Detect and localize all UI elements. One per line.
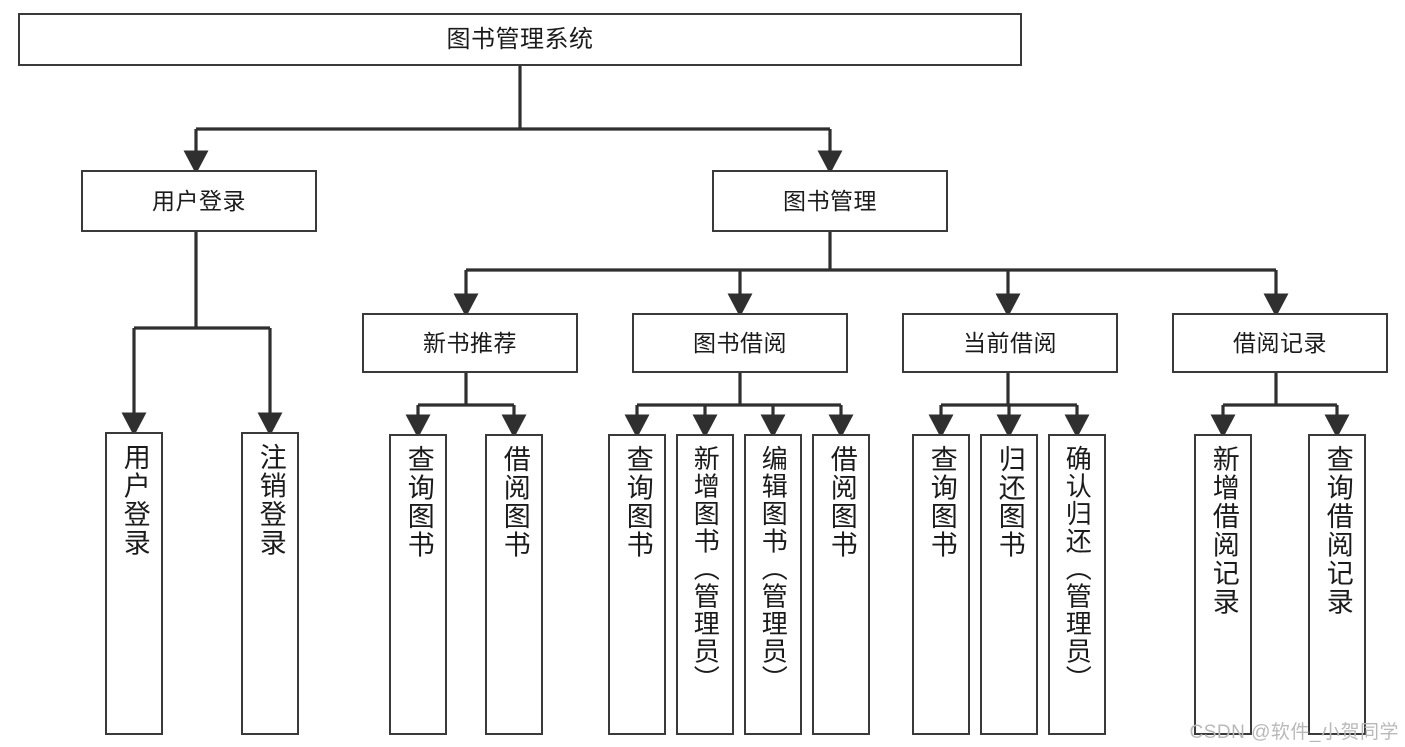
node-current-borrow-label: 当前借阅 [963,329,1057,356]
node-book-borrow-label: 图书借阅 [693,329,787,356]
node-leaf-add-book-label: 新增图书（管理员） [690,445,721,693]
node-leaf-query-record-label: 查询借阅记录 [1322,445,1353,616]
node-leaf-query-record[interactable]: 查询借阅记录 [1308,434,1366,735]
node-leaf-add-book[interactable]: 新增图书（管理员） [676,434,734,735]
node-leaf-user-login-label: 用户登录 [119,443,150,557]
node-leaf-query-book-2-label: 查询图书 [622,445,653,559]
node-leaf-query-book-2[interactable]: 查询图书 [608,434,666,735]
node-new-book-rec[interactable]: 新书推荐 [362,313,578,373]
node-leaf-query-book-3[interactable]: 查询图书 [912,434,970,735]
node-leaf-borrow-book-1-label: 借阅图书 [499,445,530,559]
node-user-login[interactable]: 用户登录 [81,170,317,232]
node-leaf-return-book-label: 归还图书 [994,445,1025,559]
node-leaf-borrow-book-2-label: 借阅图书 [826,445,857,559]
node-leaf-query-book-3-label: 查询图书 [926,445,957,559]
node-leaf-query-book-1-label: 查询图书 [403,445,434,559]
node-leaf-add-record-label: 新增借阅记录 [1208,445,1239,616]
node-leaf-edit-book[interactable]: 编辑图书（管理员） [744,434,802,735]
node-leaf-return-book[interactable]: 归还图书 [980,434,1038,735]
node-user-login-label: 用户登录 [152,187,246,214]
node-leaf-borrow-book-2[interactable]: 借阅图书 [812,434,870,735]
node-new-book-rec-label: 新书推荐 [423,329,517,356]
node-root-label: 图书管理系统 [446,25,594,53]
watermark-text: CSDN @软件_小贺同学 [1189,722,1399,743]
node-root[interactable]: 图书管理系统 [18,13,1022,66]
node-leaf-borrow-book-1[interactable]: 借阅图书 [485,434,543,735]
node-borrow-record[interactable]: 借阅记录 [1172,313,1388,373]
node-leaf-edit-book-label: 编辑图书（管理员） [758,445,789,693]
node-leaf-add-record[interactable]: 新增借阅记录 [1194,434,1252,735]
node-borrow-record-label: 借阅记录 [1233,329,1327,356]
node-leaf-logout-label: 注销登录 [255,443,286,557]
node-leaf-query-book-1[interactable]: 查询图书 [389,434,447,735]
node-book-manage[interactable]: 图书管理 [712,170,948,232]
node-leaf-confirm-return-label: 确认归还（管理员） [1062,445,1093,693]
node-leaf-user-login[interactable]: 用户登录 [105,432,163,735]
node-book-manage-label: 图书管理 [783,187,877,214]
node-current-borrow[interactable]: 当前借阅 [902,313,1118,373]
node-book-borrow[interactable]: 图书借阅 [632,313,848,373]
node-leaf-confirm-return[interactable]: 确认归还（管理员） [1048,434,1106,735]
node-leaf-logout[interactable]: 注销登录 [241,432,299,735]
